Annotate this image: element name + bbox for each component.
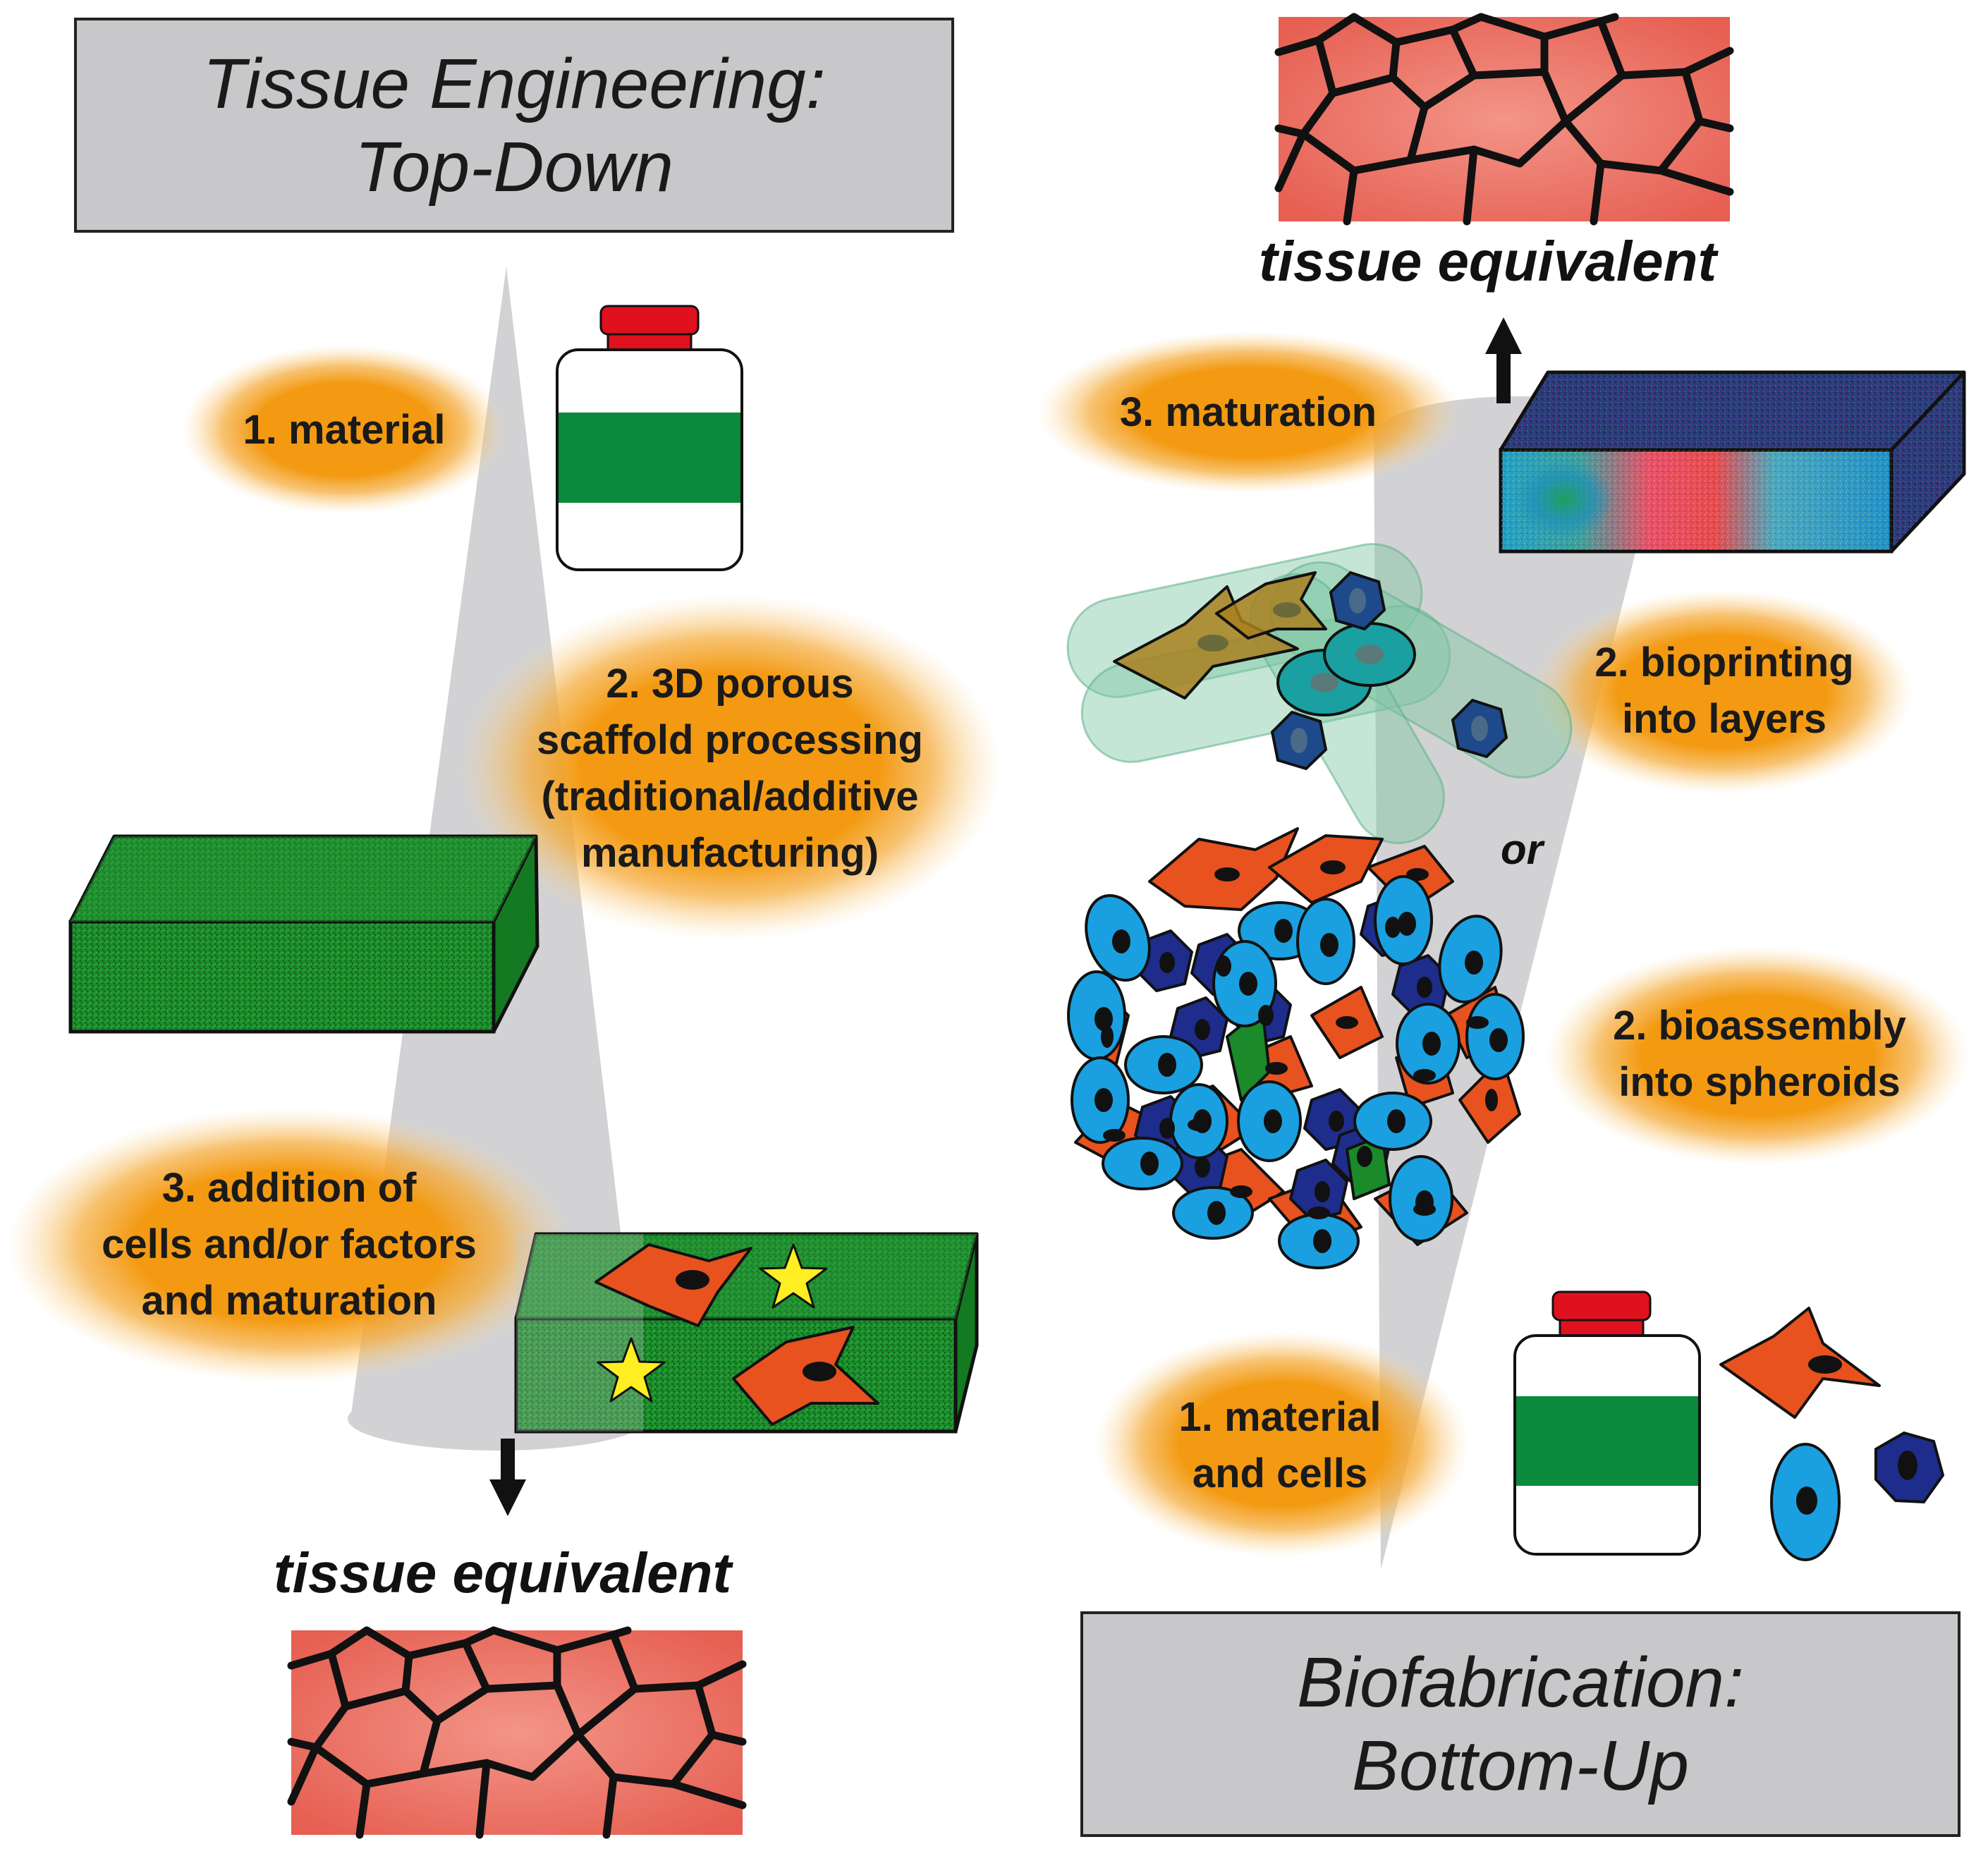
arrow-down-icon: [489, 1439, 526, 1516]
or-label: or: [1501, 826, 1543, 873]
bottle-icon: [1513, 1290, 1701, 1556]
spheroid-icon: [1067, 827, 1525, 1269]
top-down-title-line1: Tissue Engineering:: [202, 44, 826, 123]
hexagonal-cell-icon: [1874, 1431, 1945, 1504]
bu-step2a-label: 2. bioprinting into layers: [1594, 639, 1854, 742]
bu-step2b-label: 2. bioassembly into spheroids: [1613, 1002, 1906, 1105]
top-down-title-box: Tissue Engineering: Top-Down: [74, 18, 954, 233]
bioprinted-fibers-icon: [1066, 543, 1573, 845]
step-glow-bu-2b: [1546, 946, 1969, 1165]
td-step1-label: 1. material: [243, 406, 446, 453]
bu-outcome-label: tissue equivalent: [1259, 230, 1717, 293]
tissue-patch-icon: [287, 1626, 747, 1839]
bottle-icon: [556, 305, 743, 571]
td-step2-label: 2. 3D porous scaffold processing (tradit…: [537, 660, 923, 877]
top-down-title-line2: Top-Down: [354, 127, 674, 207]
round-cell-icon: [1770, 1443, 1841, 1561]
step-glow-td-1: [182, 345, 506, 514]
fibroblast-cell-icon: [594, 1243, 752, 1327]
step-glow-td-3: [7, 1108, 571, 1383]
growth-factor-star-icon: [597, 1337, 666, 1403]
td-outcome-label: tissue equivalent: [274, 1542, 732, 1604]
step-glow-bu-2a: [1532, 590, 1913, 794]
bottom-up-title-line1: Biofabrication:: [1297, 1643, 1744, 1722]
tissue-patch-icon: [1279, 17, 1730, 221]
bu-step1-label: 1. material and cells: [1178, 1393, 1382, 1496]
scaffold-block-icon: [68, 834, 539, 1034]
bu-step3-label: 3. maturation: [1119, 389, 1377, 435]
step-glow-td-2: [458, 594, 1001, 940]
step-glow-bu-3: [1038, 331, 1461, 494]
td-step3-label: 3. addition of cells and/or factors and …: [102, 1164, 477, 1324]
growth-factor-star-icon: [759, 1243, 828, 1309]
bottom-up-title-box: Biofabrication: Bottom-Up: [1080, 1611, 1960, 1837]
fibroblast-cell-icon: [1719, 1307, 1881, 1419]
bottom-up-title-line2: Bottom-Up: [1352, 1726, 1689, 1805]
matured-construct-block-icon: [1499, 370, 1966, 554]
arrow-up-icon: [1485, 317, 1522, 403]
seeded-scaffold-block-icon: [514, 1232, 979, 1434]
step-glow-bu-1: [1095, 1331, 1469, 1557]
